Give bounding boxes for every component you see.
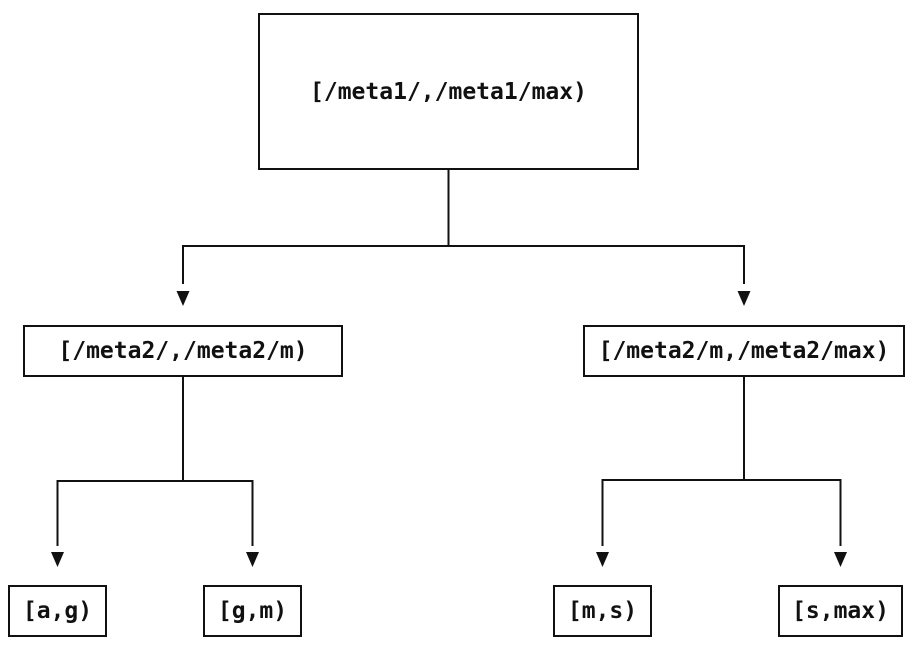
edge-left-to-leaves: [51, 377, 259, 567]
node-leaf-s-max: [s,max): [778, 585, 903, 637]
node-right-interval: [/meta2/m,/meta2/max): [583, 325, 905, 377]
arrowhead-left-child: [176, 291, 190, 306]
node-leaf-g-m: [g,m): [203, 585, 302, 637]
arrowhead-leaf2: [246, 552, 259, 567]
arrowhead-leaf1: [51, 552, 64, 567]
node-root-interval: [/meta1/,/meta1/max): [258, 13, 639, 170]
arrowhead-right-child: [737, 291, 751, 306]
node-leaf-a-g: [a,g): [8, 585, 107, 637]
node-left-interval: [/meta2/,/meta2/m): [23, 325, 343, 377]
edge-right-to-leaves: [596, 377, 847, 567]
edge-root-to-children: [176, 170, 751, 306]
arrowhead-leaf4: [834, 552, 847, 567]
node-leaf-m-s: [m,s): [553, 585, 652, 637]
arrowhead-leaf3: [596, 552, 609, 567]
